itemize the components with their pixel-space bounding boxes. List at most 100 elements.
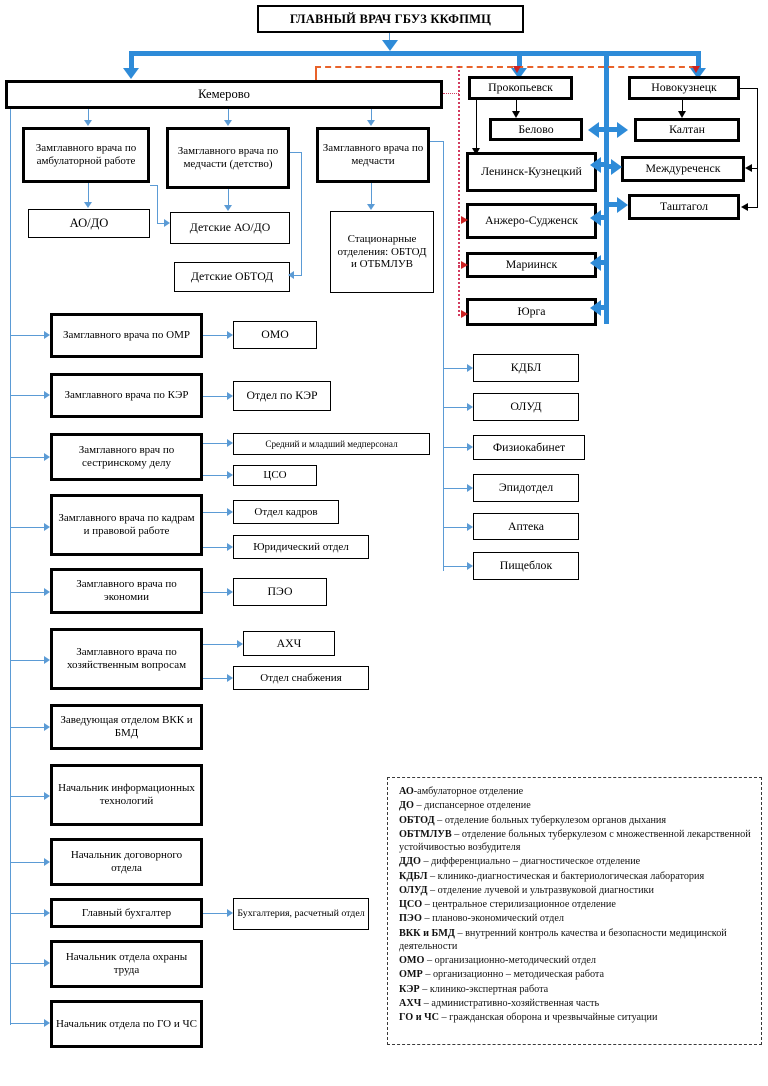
unit-accounting[interactable]: Бухгалтерия, расчетный отдел xyxy=(233,898,369,930)
legend-text-5: – клинико-диагностическая и бактериологи… xyxy=(427,870,705,882)
trunk-arrow-kaltan xyxy=(617,122,628,138)
legend-text-0: -амбулаторное отделение xyxy=(413,786,524,797)
orange-dashed-stub xyxy=(315,66,317,86)
deputy-nursing[interactable]: Замглавного врач по сестринскому делу xyxy=(50,433,203,481)
spine-arrow-7 xyxy=(44,723,50,731)
unit-peo[interactable]: ПЭО xyxy=(233,578,327,606)
svc-arrow-kdbl xyxy=(467,364,473,372)
unit-children-obtod[interactable]: Детские ОБТОД xyxy=(174,262,290,292)
legend-line-7: ЦСО – центральное стерилизационное отдел… xyxy=(399,898,752,911)
legend-line-3: ОБТМЛУВ – отделение больных туберкулезом… xyxy=(399,828,752,855)
arrow-novokuznetsk xyxy=(690,68,706,79)
legend-text-1: – диспансерное отделение xyxy=(413,800,531,812)
child-side-arrow xyxy=(288,271,294,279)
deputy-ker[interactable]: Замглавного врача по КЭР xyxy=(50,373,203,418)
nk-kaltan-arrow xyxy=(678,111,686,118)
unit-catering[interactable]: Пищеблок xyxy=(473,552,579,580)
nk-loop-tash-arrow xyxy=(741,203,748,211)
ahch-line xyxy=(203,644,239,646)
deputy-economy[interactable]: Замглавного врача по экономии xyxy=(50,568,203,614)
head-civil-defense[interactable]: Начальник отдела по ГО и ЧС xyxy=(50,1000,203,1048)
deputy-medical-children[interactable]: Замглавного врача по медчасти (детство) xyxy=(166,127,290,189)
unit-cso[interactable]: ЦСО xyxy=(233,465,317,486)
head-it[interactable]: Начальник информационных технологий xyxy=(50,764,203,826)
head-vkk-bmd[interactable]: Заведующая отделом ВКК и БМД xyxy=(50,704,203,750)
branch-kemerovo[interactable]: Кемерово xyxy=(5,80,443,109)
hr-to-personnel-arrow xyxy=(227,508,233,516)
city-kaltan[interactable]: Калтан xyxy=(634,118,740,142)
spine-arrow-6 xyxy=(44,656,50,664)
legend-text-12: – клинико-экспертная работа xyxy=(419,983,549,995)
legend-line-12: КЭР – клинико-экспертная работа xyxy=(399,983,752,996)
unit-ao-do[interactable]: АО/ДО xyxy=(28,209,150,238)
city-belovo[interactable]: Белово xyxy=(489,118,583,141)
spine-br-6 xyxy=(10,660,46,662)
legend-abbr-2: ОБТОД xyxy=(399,814,435,826)
unit-kdbl[interactable]: КДБЛ xyxy=(473,354,579,382)
ahch-arrow xyxy=(237,640,243,648)
arrow-kemerovo xyxy=(123,68,139,79)
arrow-prokopyevsk xyxy=(511,68,527,79)
dotted-route-vertical xyxy=(458,66,460,316)
unit-olud[interactable]: ОЛУД xyxy=(473,393,579,421)
branch-novokuznetsk[interactable]: Новокузнецк xyxy=(628,76,740,100)
legend-line-1: ДО – диспансерное отделение xyxy=(399,799,752,812)
deputy-omr[interactable]: Замглавного врача по ОМР xyxy=(50,313,203,358)
unit-physio[interactable]: Физиокабинет xyxy=(473,435,585,460)
unit-children-ao-do[interactable]: Детские АО/ДО xyxy=(170,212,290,244)
aodo-to-children-v xyxy=(157,185,159,224)
deputy-medical[interactable]: Замглавного врача по медчасти xyxy=(316,127,430,183)
unit-omo[interactable]: ОМО xyxy=(233,321,317,349)
deputy-hr-legal[interactable]: Замглавного врача по кадрам и правовой р… xyxy=(50,494,203,556)
city-mezhdurechensk[interactable]: Междуреченск xyxy=(621,156,745,182)
unit-pharmacy[interactable]: Аптека xyxy=(473,513,579,540)
spine-arrow-10 xyxy=(44,909,50,917)
legend-text-9: – внутренний контроль качества и безопас… xyxy=(399,927,727,952)
unit-ker-department[interactable]: Отдел по КЭР xyxy=(233,381,331,411)
svc-arrow-fizio xyxy=(467,443,473,451)
deputy-economic-affairs[interactable]: Замглавного врача по хозяйственным вопро… xyxy=(50,628,203,690)
unit-legal[interactable]: Юридический отдел xyxy=(233,535,369,559)
left-spine xyxy=(10,109,12,1025)
branch-prokopyevsk[interactable]: Прокопьевск xyxy=(468,76,573,100)
legend-abbr-1: ДО xyxy=(399,800,414,812)
svc-br-kdbl xyxy=(443,368,469,370)
head-contracts[interactable]: Начальник договорного отдела xyxy=(50,838,203,886)
root-title-box[interactable]: ГЛАВНЫЙ ВРАЧ ГБУЗ ККФПМЦ xyxy=(257,5,524,33)
kem-arrow-1 xyxy=(84,120,92,126)
trunk-drop-novokuznetsk xyxy=(696,51,701,73)
city-anzhero-sudzhensk[interactable]: Анжеро-Судженск xyxy=(466,203,597,239)
legend-abbr-12: КЭР xyxy=(399,983,420,995)
legend-abbr-0: АО xyxy=(399,786,414,797)
legend-line-5: КДБЛ – клинико-диагностическая и бактери… xyxy=(399,870,752,883)
amb-drop xyxy=(88,183,90,205)
trunk-seg-mariinsk xyxy=(598,260,607,265)
amb-arrow xyxy=(84,202,92,208)
service-spine-top-h xyxy=(430,141,444,143)
city-tashtagol[interactable]: Таштагол xyxy=(628,194,740,220)
legend-text-14: – гражданская оборона и чрезвычайные сит… xyxy=(438,1012,658,1023)
orange-dashed-route xyxy=(315,66,695,68)
head-labor-safety[interactable]: Начальник отдела охраны труда xyxy=(50,940,203,988)
unit-supply[interactable]: Отдел снабжения xyxy=(233,666,369,690)
trunk-seg-anzhero xyxy=(598,215,607,220)
city-leninsk-kuznetsky[interactable]: Ленинск-Кузнецкий xyxy=(466,152,597,192)
legend-line-6: ОЛУД – отделение лучевой и ультразвуково… xyxy=(399,884,752,897)
city-mariinsk[interactable]: Мариинск xyxy=(466,252,597,278)
nk-loop-mezh xyxy=(752,168,758,170)
title-down-arrow xyxy=(382,40,398,51)
hr-to-legal xyxy=(203,547,229,549)
spine-br-3 xyxy=(10,457,46,459)
trunk-seg-kaltan xyxy=(604,127,618,132)
unit-epidemiology[interactable]: Эпидотдел xyxy=(473,474,579,502)
unit-personnel[interactable]: Отдел кадров xyxy=(233,500,339,524)
spine-br-5 xyxy=(10,592,46,594)
city-yurga[interactable]: Юрга xyxy=(466,298,597,326)
orange-route-arrow-novokuznetsk xyxy=(692,66,700,73)
unit-ahch[interactable]: АХЧ xyxy=(243,631,335,656)
unit-nursing-staff[interactable]: Средний и младший медперсонал xyxy=(233,433,430,455)
chief-accountant[interactable]: Главный бухгалтер xyxy=(50,898,203,928)
unit-inpatient[interactable]: Стационарные отделения: ОБТОД и ОТБМЛУВ xyxy=(330,211,434,293)
legend-text-4: – дифференциально – диагностическое отде… xyxy=(420,856,641,868)
deputy-ambulatory[interactable]: Замглавного врача по амбулаторной работе xyxy=(22,127,150,183)
